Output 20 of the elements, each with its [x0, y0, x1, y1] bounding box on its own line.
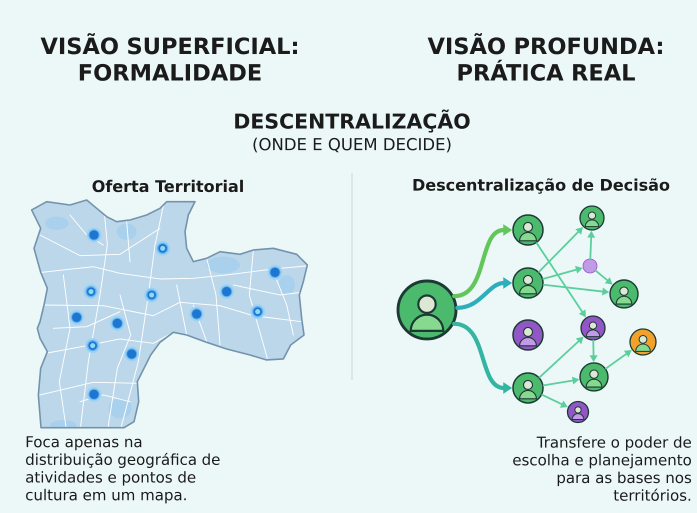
heading: VISÃO PROFUNDA: PRÁTICA REAL	[428, 33, 662, 81]
person-icon	[512, 267, 544, 299]
section-heading: Oferta Territorial	[92, 180, 243, 192]
person-icon	[512, 214, 544, 246]
person-icon	[580, 315, 606, 341]
subheading: (ONDE E QUEM DECIDE)	[253, 138, 451, 152]
person-icon	[566, 400, 590, 424]
dot	[582, 258, 598, 274]
person-icon	[396, 280, 458, 340]
person-icon	[629, 328, 657, 356]
person-icon	[609, 279, 639, 309]
description: Transfere o poder de escolha e planejamento para as bases nos territórios.	[513, 436, 692, 501]
person-icon	[512, 372, 544, 404]
person-icon	[512, 319, 544, 351]
person-icon	[579, 362, 609, 392]
person-icon	[579, 205, 605, 231]
heading: DESCENTRALIZAÇÃO	[235, 109, 470, 133]
heading: VISÃO SUPERFICIAL: FORMALIDADE	[40, 33, 297, 81]
description: Foca apenas na distribuição geográfica de atividades e pontos de cultura em um mapa.	[26, 436, 220, 504]
section-heading: Descentralização de Decisão	[414, 178, 670, 194]
